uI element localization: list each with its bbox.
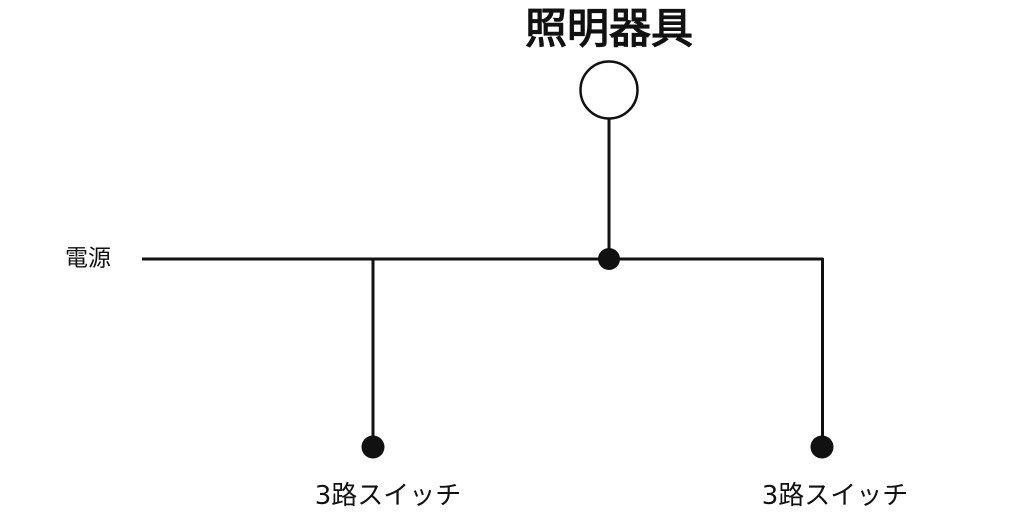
switch-terminal-dot-right xyxy=(810,435,834,459)
switch-label-left: 3路スイッチ xyxy=(314,481,462,511)
diagram-title: 照明器具 xyxy=(524,4,694,53)
power-source-label: 電源 xyxy=(65,245,111,272)
junction-dot xyxy=(598,248,620,270)
switch-terminal-dot-left xyxy=(361,435,385,459)
switch-label-right: 3路スイッチ xyxy=(761,481,909,511)
lamp-circle-symbol xyxy=(579,60,639,120)
